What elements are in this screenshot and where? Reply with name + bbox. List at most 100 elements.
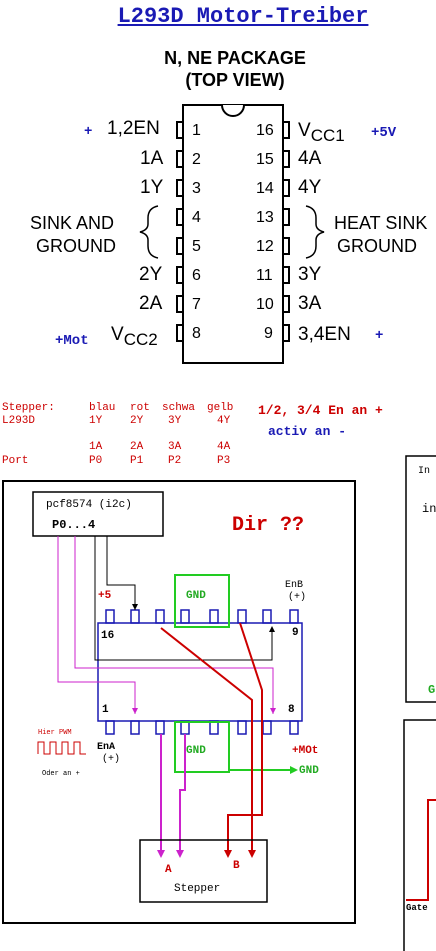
wire-magenta-2 <box>74 536 274 714</box>
table-note1: 1/2, 3/4 En an + <box>258 403 383 418</box>
wire-stepper-b2 <box>227 622 263 856</box>
plus5-label: +5 <box>98 590 112 602</box>
pin-num-6: 6 <box>192 267 201 284</box>
left-pin-brackets <box>176 121 183 342</box>
pin-num-9: 9 <box>264 325 273 342</box>
gnd-box-top <box>174 574 230 628</box>
table-r2c4: 4Y <box>217 415 231 427</box>
wire-black-2 <box>94 536 273 661</box>
table-r1c3: schwa <box>162 402 196 414</box>
pin-num-16: 16 <box>256 122 274 139</box>
pin-label-3: 1Y <box>140 177 164 198</box>
pcf-box <box>32 491 164 537</box>
table-r4c2: P1 <box>130 455 144 467</box>
pin-label-15: 4A <box>298 148 322 169</box>
side-panel-bottom <box>403 719 436 951</box>
stepper-box <box>139 839 268 903</box>
pin-num-2: 2 <box>192 151 201 168</box>
stepper-label: Stepper <box>174 883 221 895</box>
schem-pin8: 8 <box>288 704 295 716</box>
package-line2: (TOP VIEW) <box>185 70 285 90</box>
table-r1c0: Stepper: <box>2 402 55 414</box>
ena-label: EnA <box>97 742 116 753</box>
chip-notch <box>221 104 245 117</box>
pin-label-14: 4Y <box>298 177 322 198</box>
brace-left <box>139 205 159 259</box>
note-plus-34en: + <box>375 328 384 344</box>
pin-label-8: VCC2 <box>111 324 158 349</box>
pin-num-3: 3 <box>192 180 201 197</box>
sink-left-line2: GROUND <box>36 236 116 256</box>
page-title: L293D Motor-Treiber <box>117 4 369 29</box>
coil-a-label: A <box>165 864 172 876</box>
pcf-ports: P0...4 <box>52 518 96 532</box>
ena-plus: (+) <box>102 754 121 765</box>
wire-black-1 <box>106 536 136 610</box>
table-note2: activ an - <box>268 424 347 439</box>
table-r3c1: 1A <box>89 441 103 453</box>
plus-mot-label: +MOt <box>292 745 319 757</box>
wire-magenta-1 <box>57 536 136 714</box>
wire-stepper-b1 <box>160 627 253 856</box>
table-r1c4: gelb <box>207 402 234 414</box>
pin-num-11: 11 <box>256 267 273 284</box>
table-r4c3: P2 <box>168 455 182 467</box>
pin-label-10: 3A <box>298 293 322 314</box>
side-panel-top <box>405 455 436 703</box>
pin-num-15: 15 <box>256 151 274 168</box>
side-text-4: Gate <box>406 903 428 913</box>
note-plus5v: +5V <box>371 125 397 141</box>
pin-num-1: 1 <box>192 122 201 139</box>
table-r2c1: 1Y <box>89 415 103 427</box>
table-r1c1: blau <box>89 402 116 414</box>
table-r3c3: 3A <box>168 441 182 453</box>
note-plus-mot: +Mot <box>55 333 89 349</box>
table-r2c0: L293D <box>2 415 36 427</box>
dir-label: Dir ?? <box>232 514 305 537</box>
table-r4c4: P3 <box>217 455 231 467</box>
schem-pin9: 9 <box>292 627 299 639</box>
side-text-1: In <box>418 466 431 477</box>
side-text-3: G <box>428 683 436 697</box>
pin-label-7: 2A <box>139 293 163 314</box>
pin-num-5: 5 <box>192 238 201 255</box>
right-pin-brackets <box>283 121 290 342</box>
note-plus-12en: + <box>84 124 93 140</box>
gnd-box-bottom <box>174 721 230 773</box>
pin-label-11: 3Y <box>298 264 322 285</box>
enb-label: EnB <box>285 580 304 591</box>
side-red-wire <box>406 799 436 901</box>
brace-right <box>305 205 325 259</box>
package-line1: N, NE PACKAGE <box>164 48 306 68</box>
oder-note: Oder an + <box>42 770 80 778</box>
pwm-symbol <box>37 741 86 755</box>
pin-num-13: 13 <box>256 209 274 226</box>
table-r2c2: 2Y <box>130 415 144 427</box>
pin-num-14: 14 <box>256 180 274 197</box>
pin-label-16: VCC1 <box>298 120 345 145</box>
sink-right-line2: GROUND <box>337 236 417 256</box>
pin-num-4: 4 <box>192 209 201 226</box>
schem-pin16: 16 <box>101 630 115 642</box>
pin-label-2: 1A <box>140 148 164 169</box>
coil-b-label: B <box>233 860 240 872</box>
enb-plus: (+) <box>288 592 307 603</box>
chip-body <box>182 104 284 364</box>
pin-num-12: 12 <box>256 238 274 255</box>
pin-num-8: 8 <box>192 325 201 342</box>
table-r2c3: 3Y <box>168 415 182 427</box>
schem-pin1: 1 <box>102 704 109 716</box>
sink-right-line1: HEAT SINK <box>334 213 428 233</box>
table-r3c4: 4A <box>217 441 231 453</box>
table-r3c2: 2A <box>130 441 144 453</box>
pwm-note: Hier PWM <box>38 729 72 737</box>
table-r1c2: rot <box>130 402 150 414</box>
pin-label-6: 2Y <box>139 264 163 285</box>
schem-ic <box>97 622 303 722</box>
side-text-2: in <box>422 502 436 516</box>
schem-top-pins <box>105 609 299 624</box>
table-r4c0: Port <box>2 455 29 467</box>
pin-label-9: 3,4EN <box>298 324 351 345</box>
pin-num-7: 7 <box>192 296 201 313</box>
